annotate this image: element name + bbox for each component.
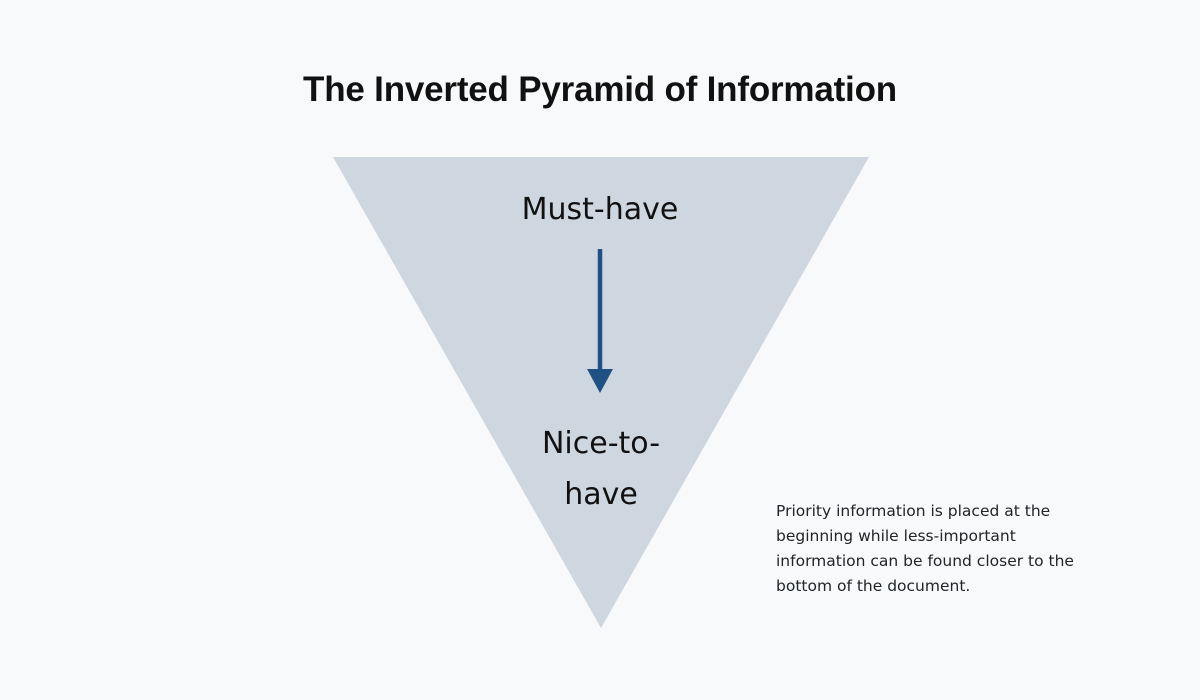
- page-title: The Inverted Pyramid of Information: [303, 70, 897, 109]
- priority-arrow-head-icon: [587, 369, 613, 393]
- caption-text: Priority information is placed at the be…: [776, 502, 1074, 595]
- tier-label-must-have: Must-have: [521, 192, 679, 227]
- inverted-triangle-shape: [333, 157, 869, 628]
- tier-label-nice-to-have: Nice-to-have: [541, 426, 661, 512]
